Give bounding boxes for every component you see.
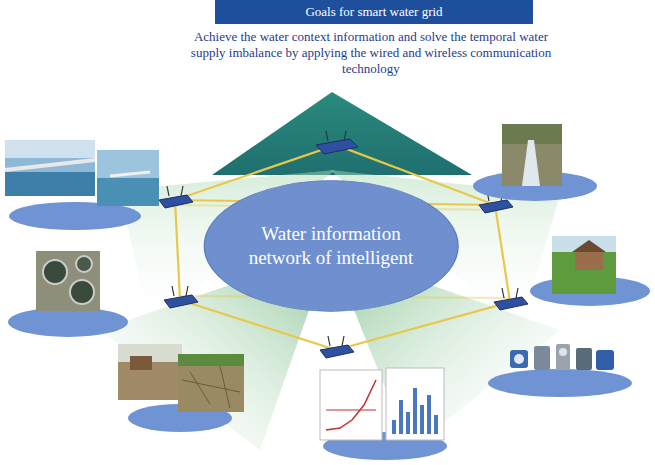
ellipse-outline xyxy=(203,180,459,312)
router-icons xyxy=(159,131,528,358)
node-text: Water information network of intelligent xyxy=(231,222,431,270)
goal-banner: Goals for smart water grid xyxy=(215,0,533,24)
photo-green-house xyxy=(552,236,616,294)
photo-bridge xyxy=(5,140,159,206)
goal-description: Achieve the water context information an… xyxy=(190,29,552,77)
photo-flood-drought xyxy=(118,344,244,412)
photo-treatment-plant xyxy=(36,251,100,311)
node-text: Goals for smart water grid xyxy=(305,4,442,20)
top-triangle xyxy=(212,92,472,175)
network-lines xyxy=(175,145,510,350)
photo-ellipses xyxy=(8,171,650,460)
network-ellipse: Water information network of intelligent xyxy=(203,180,459,312)
photo-meters xyxy=(510,344,614,370)
photo-water-outlet xyxy=(502,124,562,186)
photo-charts xyxy=(320,368,444,440)
